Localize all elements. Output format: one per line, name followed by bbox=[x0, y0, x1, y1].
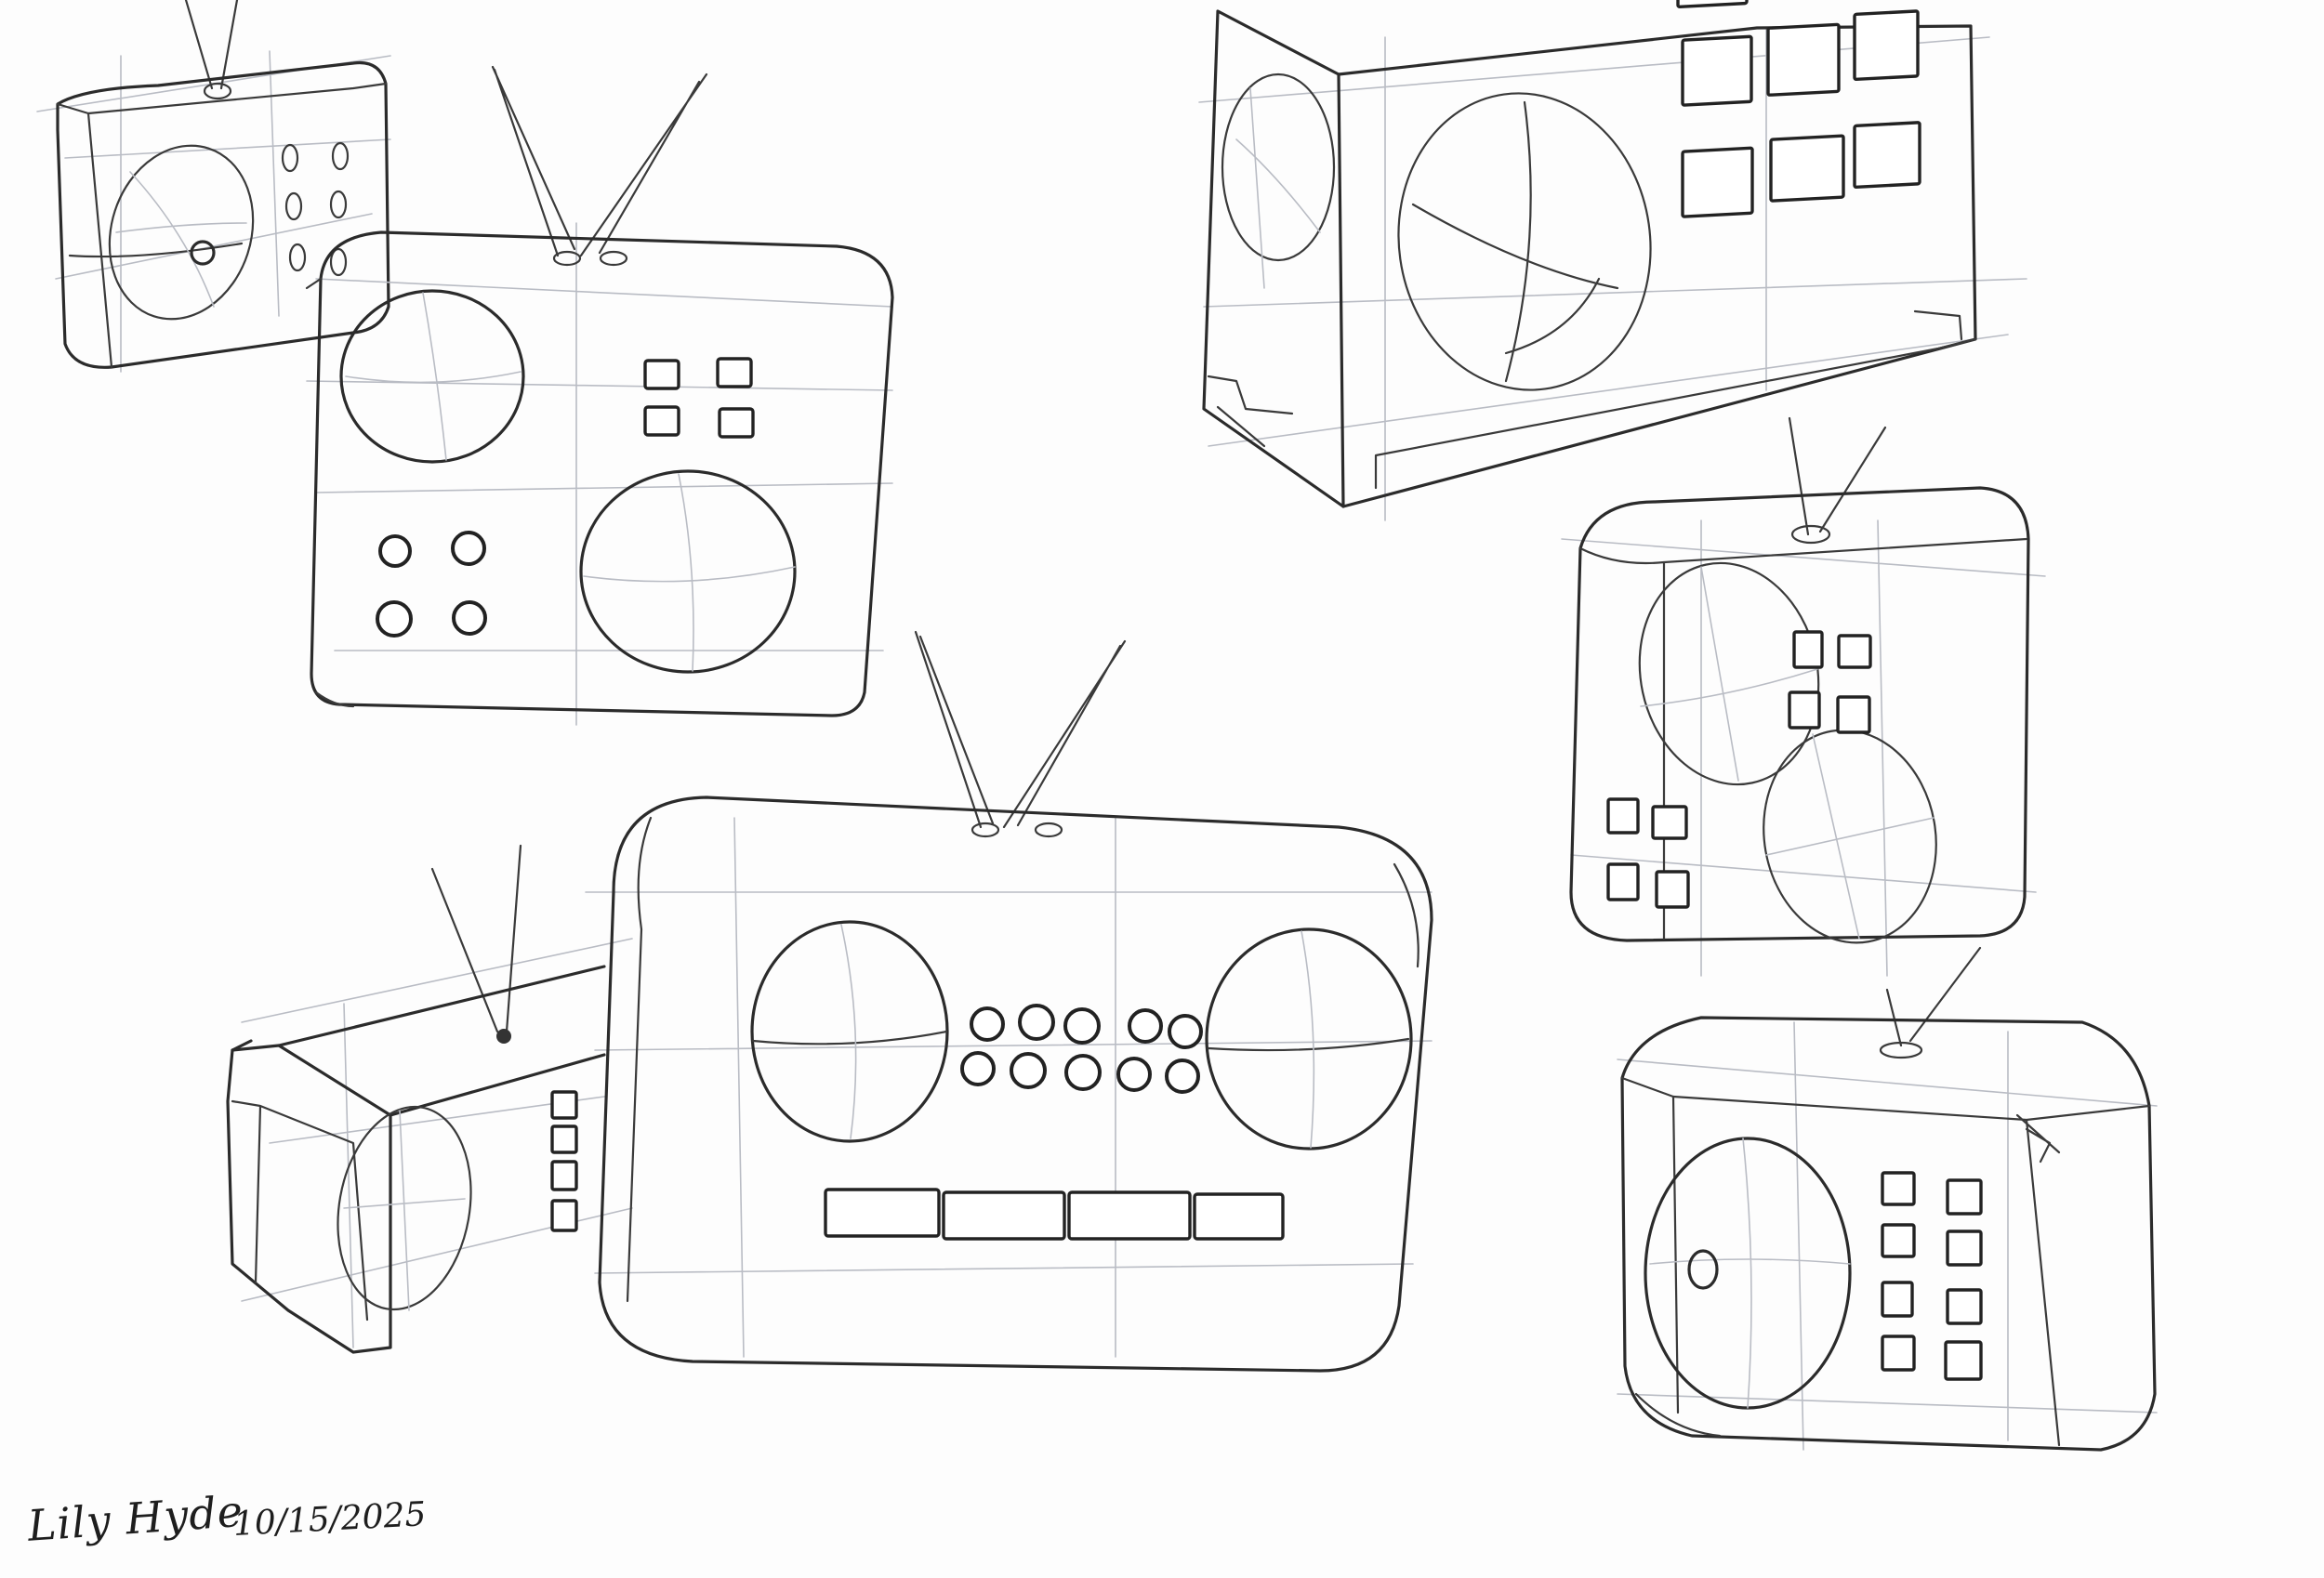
radio-sketch-front-two-speakers bbox=[305, 65, 894, 726]
radio-keypad-3x3 bbox=[1676, 0, 1921, 218]
radio-center-knob-grid bbox=[960, 1004, 1203, 1094]
radio-sketch-bottom-right bbox=[1617, 946, 2158, 1452]
radio-small-button-holes bbox=[281, 141, 350, 277]
radio-cube-buttons-upper bbox=[1788, 630, 1872, 734]
radio-sketch-top-right-keypad bbox=[1198, 0, 2027, 521]
radio-cube-buttons-lower bbox=[1606, 797, 1690, 909]
radio-sketch-cube-right bbox=[1561, 416, 2046, 977]
radio-front-square-buttons bbox=[643, 357, 755, 439]
radio-angled-side-buttons bbox=[550, 1090, 578, 1232]
radio-sketch-angled-left bbox=[226, 844, 633, 1354]
radio-sketch-large-center bbox=[585, 630, 1433, 1373]
radio-center-bar-buttons bbox=[824, 1188, 1285, 1241]
radio-bottom-right-keypad bbox=[1881, 1171, 1983, 1381]
radio-front-round-knobs bbox=[376, 531, 487, 638]
radio-sketch-small-top-left bbox=[36, 0, 391, 373]
